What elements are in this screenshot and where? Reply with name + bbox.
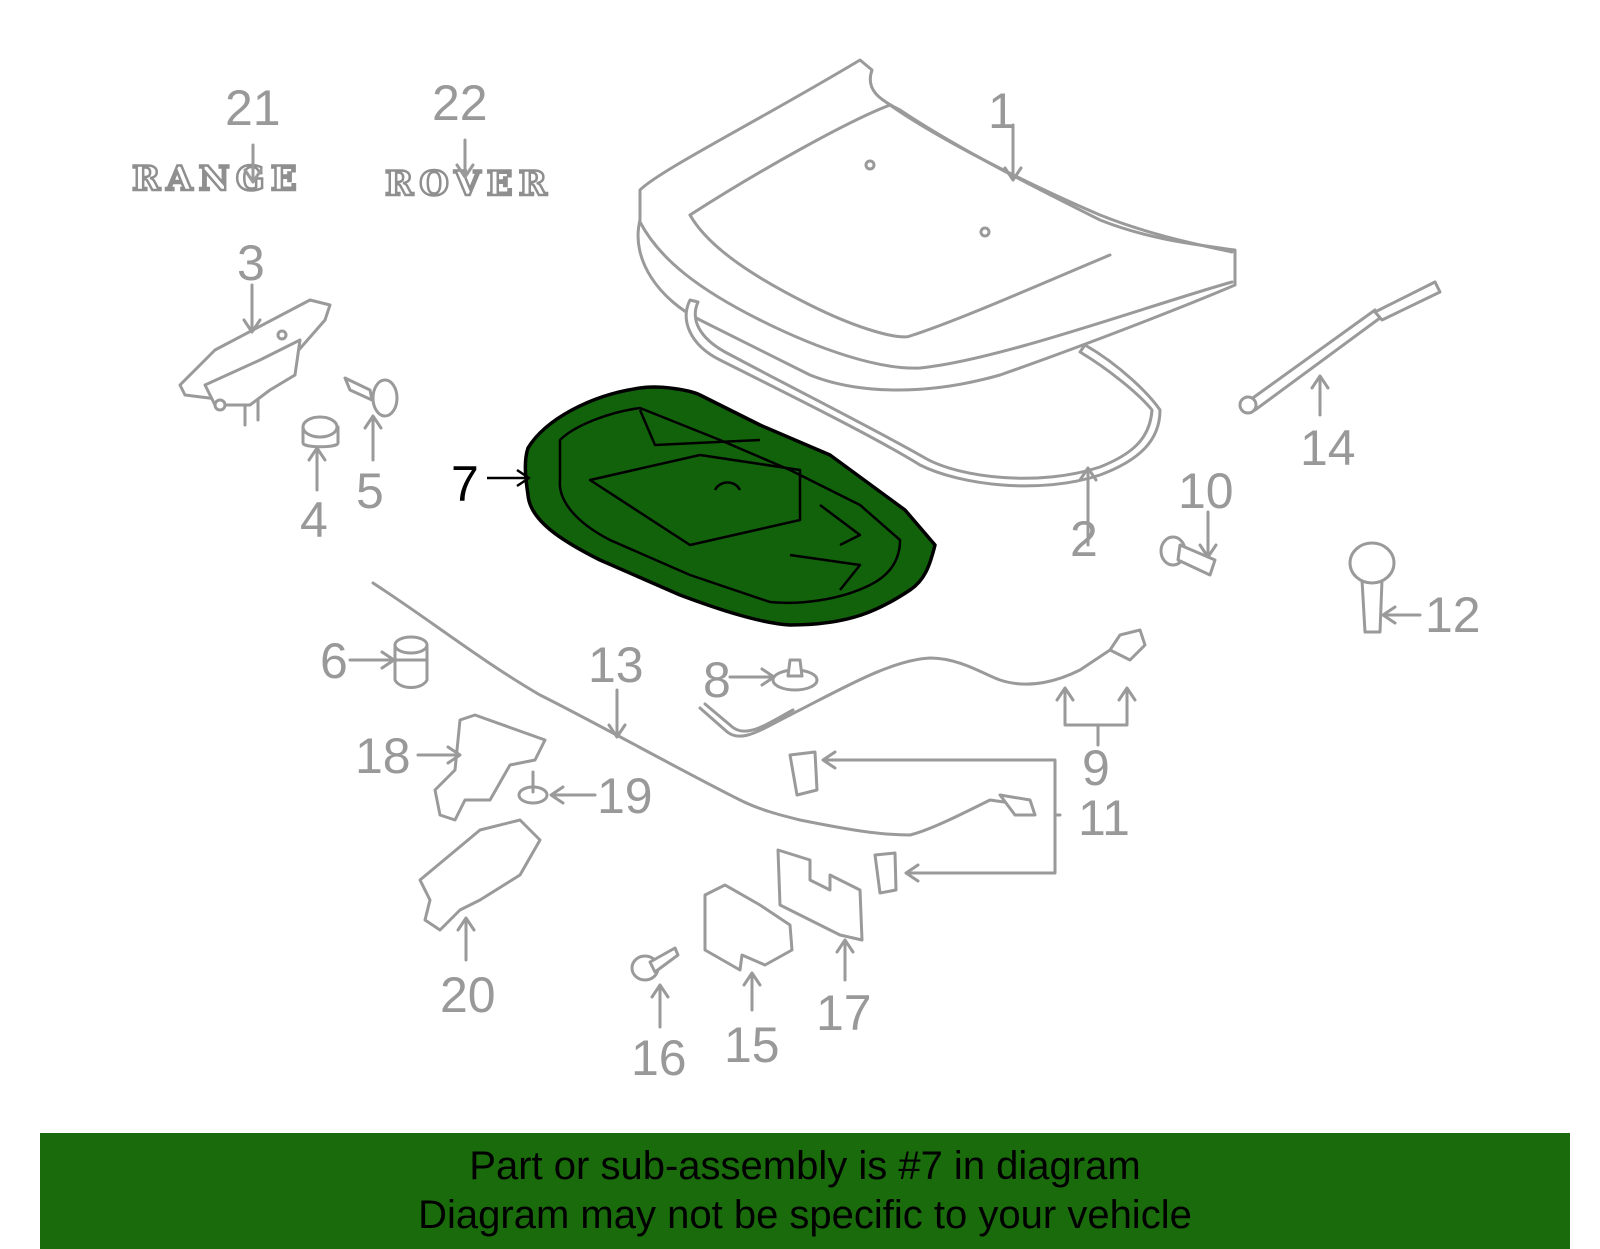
part-1-hood[interactable] — [636, 58, 1237, 392]
callout-14: 14 — [1300, 420, 1356, 476]
part-15-bracket[interactable] — [703, 883, 794, 972]
part-8-clip[interactable] — [771, 658, 819, 692]
callout-10: 10 — [1178, 463, 1234, 519]
part-6-bump-stop[interactable] — [393, 635, 429, 689]
part-14-gas-strut[interactable] — [1238, 280, 1442, 415]
callout-3: 3 — [237, 235, 265, 291]
part-7-insulator[interactable] — [523, 385, 937, 627]
footer-line-2: Diagram may not be specific to your vehi… — [418, 1193, 1192, 1237]
part-17-plate[interactable] — [776, 848, 864, 942]
callout-16: 16 — [631, 1030, 687, 1086]
footer-banner: Part or sub-assembly is #7 in diagram Di… — [40, 1133, 1570, 1249]
callout-1: 1 — [988, 83, 1016, 139]
callout-6: 6 — [320, 633, 348, 689]
callout-18: 18 — [355, 728, 411, 784]
part-13-cable-end[interactable] — [998, 793, 1037, 817]
callout-5: 5 — [356, 463, 384, 519]
callout-13: 13 — [588, 637, 644, 693]
callout-22: 22 — [432, 75, 488, 131]
part-2-weatherstrip[interactable] — [684, 298, 1162, 488]
part-4-bumper[interactable] — [301, 415, 340, 449]
part-10-bolt[interactable] — [1159, 535, 1217, 577]
part-20-bracket[interactable] — [418, 818, 542, 932]
callout-labels: 1 2 3 4 5 6 7 8 9 10 11 12 13 14 15 16 1… — [225, 75, 1481, 1086]
part-16-bolt[interactable] — [630, 946, 680, 982]
part-9-release-cable[interactable] — [698, 628, 1147, 738]
callout-8: 8 — [703, 652, 731, 708]
callout-7: 7 — [451, 456, 479, 512]
part-11-clips[interactable] — [788, 750, 898, 895]
callout-15: 15 — [724, 1017, 780, 1073]
callout-12: 12 — [1425, 587, 1481, 643]
callout-20: 20 — [440, 967, 496, 1023]
callout-2: 2 — [1070, 511, 1098, 567]
part-3-hinge[interactable] — [178, 298, 332, 427]
part-19-bolt[interactable] — [517, 770, 549, 805]
callout-9: 9 — [1082, 740, 1110, 796]
footer-line-1: Part or sub-assembly is #7 in diagram — [469, 1144, 1141, 1188]
callout-4: 4 — [300, 492, 328, 548]
callout-21: 21 — [225, 80, 281, 136]
callout-19: 19 — [597, 768, 653, 824]
leader-lines — [242, 123, 1422, 1029]
range-badge: RANGE — [132, 159, 303, 199]
part-5-bolt[interactable] — [343, 376, 399, 418]
callout-11: 11 — [1078, 790, 1130, 846]
part-18-latch[interactable] — [433, 713, 547, 822]
part-13-cable[interactable] — [371, 581, 1027, 837]
callout-17: 17 — [816, 985, 872, 1041]
part-12-prop-rod[interactable] — [1348, 541, 1396, 634]
